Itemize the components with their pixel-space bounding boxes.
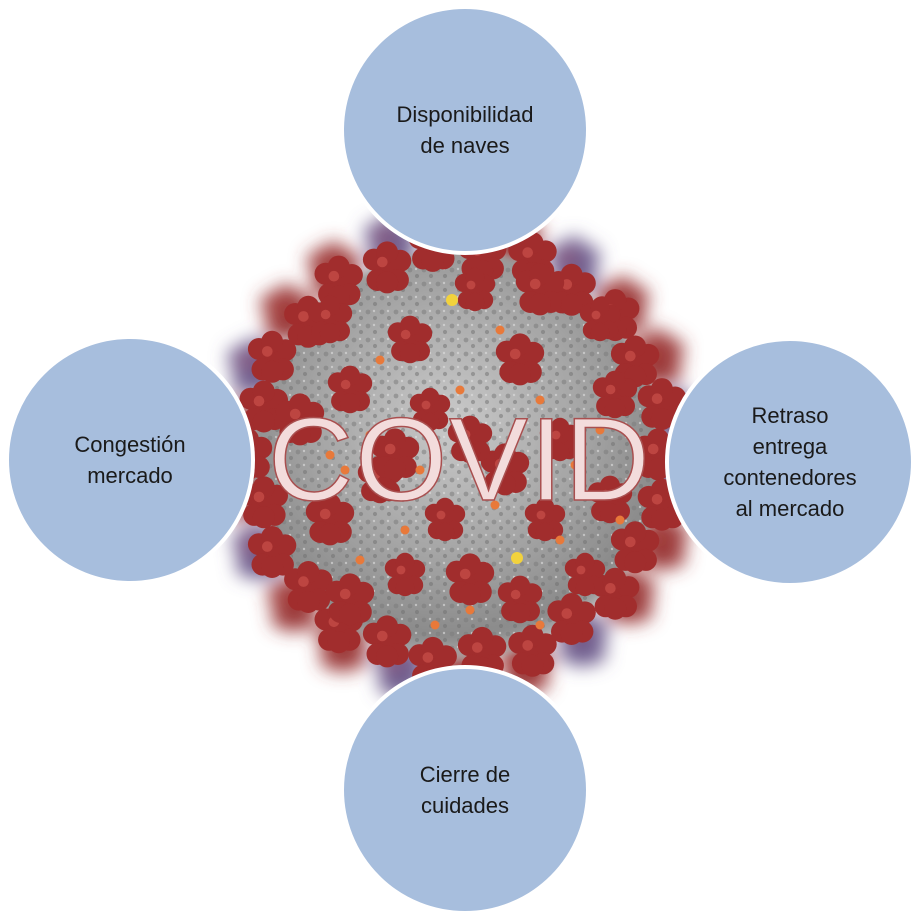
factor-node-vessel-availability: Disponibilidad de naves bbox=[340, 5, 590, 255]
virus-spike bbox=[497, 575, 543, 624]
virus-spike bbox=[284, 561, 333, 613]
virus-particle bbox=[365, 430, 375, 440]
virus-spike bbox=[239, 380, 288, 433]
virus-spike bbox=[587, 475, 633, 524]
virus-spike bbox=[495, 333, 545, 386]
factor-label: Retraso entrega contenedores al mercado bbox=[723, 403, 857, 521]
virus-spike bbox=[409, 387, 451, 432]
virus-spike bbox=[539, 417, 581, 462]
virus-spike bbox=[247, 330, 297, 383]
virus-particles bbox=[325, 294, 625, 630]
virus-spike bbox=[592, 370, 638, 419]
virus-spike bbox=[480, 443, 530, 496]
virus-spike bbox=[515, 263, 565, 316]
factor-node-city-closures: Cierre de cuidades bbox=[340, 665, 590, 915]
virus-particle bbox=[570, 460, 580, 470]
virus-spike bbox=[579, 297, 621, 342]
virus-particle bbox=[490, 500, 500, 510]
virus-particle bbox=[400, 525, 410, 535]
factor-node-market-congestion: Congestión mercado bbox=[5, 335, 255, 585]
virus-particle bbox=[555, 535, 565, 545]
virus-spike bbox=[387, 315, 433, 364]
factor-label: Disponibilidad de naves bbox=[396, 102, 534, 158]
virus-spike bbox=[327, 365, 373, 414]
virus-particle bbox=[535, 395, 545, 405]
virus-spike bbox=[305, 493, 355, 546]
virus-spike bbox=[454, 267, 496, 312]
virus-spike bbox=[508, 624, 557, 677]
virus-spike bbox=[325, 573, 375, 626]
virus-particle bbox=[511, 552, 523, 564]
virus-particle bbox=[615, 515, 625, 525]
virus-particle bbox=[465, 605, 475, 615]
virus-particle bbox=[595, 425, 605, 435]
virus-particle bbox=[495, 325, 505, 335]
virus-particle bbox=[535, 620, 545, 630]
virus-particle bbox=[340, 465, 350, 475]
factor-node-container-delivery-delay: Retraso entrega contenedores al mercado bbox=[665, 337, 915, 587]
virus-particle bbox=[375, 355, 385, 365]
virus-spike bbox=[384, 552, 426, 597]
virus-spike bbox=[362, 241, 412, 294]
factor-label: Congestión mercado bbox=[74, 432, 186, 488]
virus-spike bbox=[424, 497, 466, 542]
virus-particle bbox=[446, 294, 458, 306]
virus-spike bbox=[445, 553, 495, 606]
virus-particle bbox=[430, 620, 440, 630]
virus-spike bbox=[547, 263, 596, 316]
virus-spike bbox=[524, 497, 566, 542]
virus-particle bbox=[325, 450, 335, 460]
virus-spike bbox=[362, 615, 412, 668]
virus-spike bbox=[239, 476, 288, 529]
virus-spike bbox=[564, 552, 606, 597]
virus-particle bbox=[455, 385, 465, 395]
virus-particle bbox=[415, 465, 425, 475]
virus-spike bbox=[547, 593, 596, 645]
virus-spike bbox=[610, 521, 660, 574]
virus-spike bbox=[370, 428, 420, 481]
factor-label: Cierre de cuidades bbox=[419, 762, 511, 818]
virus-spike bbox=[247, 526, 297, 578]
virus-particle bbox=[355, 555, 365, 565]
virus-spike bbox=[275, 393, 325, 446]
virus-spike bbox=[307, 295, 353, 344]
virus-spike bbox=[314, 255, 363, 308]
virus-spike bbox=[447, 415, 493, 464]
center-label-covid: COVID bbox=[267, 394, 652, 526]
